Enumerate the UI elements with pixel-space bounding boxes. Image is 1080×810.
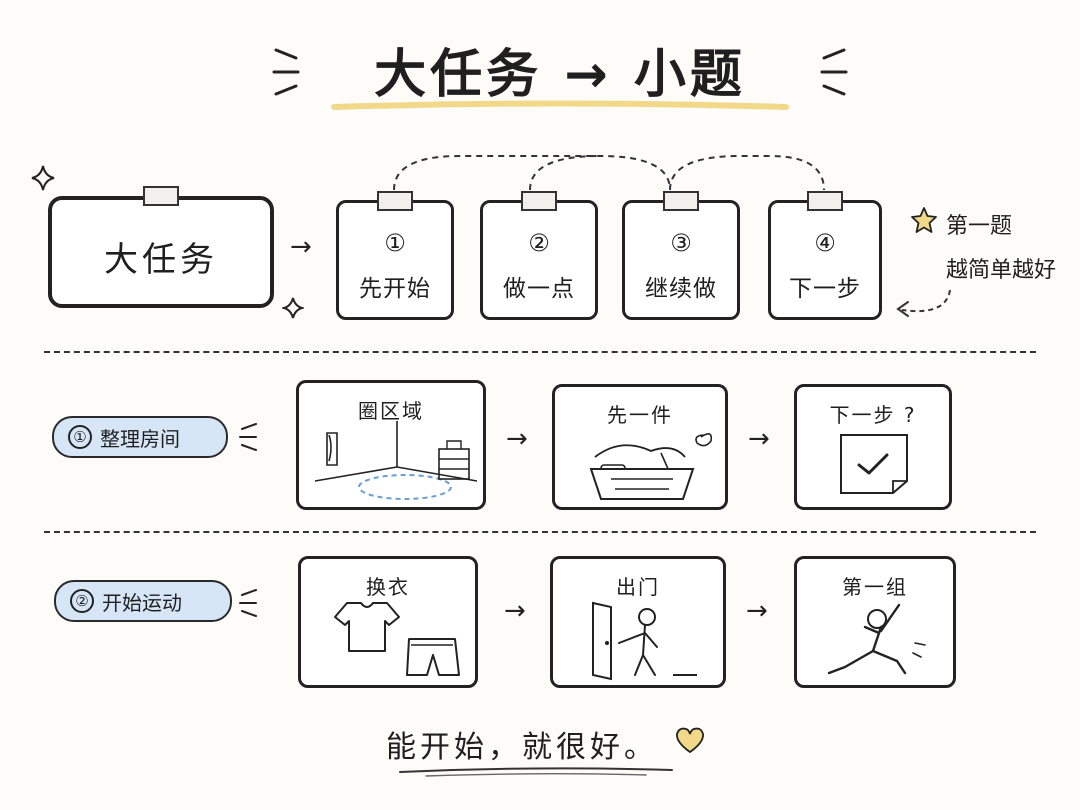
title-underline — [331, 100, 789, 110]
footer-underline — [399, 767, 673, 777]
panel-card: 出门 — [550, 556, 726, 688]
sparkle-icon — [31, 165, 55, 191]
dashed-connector — [393, 155, 825, 191]
panel-title: 出门 — [616, 575, 660, 599]
example-label: 开始运动 — [102, 590, 182, 615]
step-number: ③ — [670, 229, 692, 257]
step-card: ② 做一点 — [480, 191, 598, 320]
leaving-door-illustration — [592, 601, 697, 681]
tape — [377, 191, 413, 211]
panel-title: 换衣 — [366, 575, 410, 599]
panel-card: 第一组 — [794, 556, 956, 688]
star-icon — [911, 207, 937, 233]
title-block: 大任务 → 小题 — [0, 28, 1080, 118]
title-sparkle-right-icon — [820, 48, 848, 96]
tape — [521, 191, 557, 211]
curved-arrow-icon — [896, 289, 951, 317]
panel-card: 下一步 ? — [794, 384, 952, 510]
section-divider — [44, 351, 1036, 353]
clothes-illustration — [334, 602, 460, 676]
example-label: 整理房间 — [100, 426, 180, 451]
sparkle-icon — [282, 297, 304, 319]
step-number: ① — [384, 229, 406, 257]
step-card: ④ 下一步 — [768, 191, 882, 320]
arrow-icon: → — [506, 424, 528, 454]
panel-title: 圈区域 — [358, 399, 424, 423]
step-number: ② — [528, 229, 550, 257]
arrow-icon: → — [504, 596, 526, 626]
panel-title: 第一组 — [842, 575, 908, 599]
page-title: 大任务 → 小题 — [374, 45, 746, 105]
section-divider — [44, 531, 1036, 533]
emphasis-lines-icon — [239, 589, 257, 617]
example-pill: ② 开始运动 — [54, 580, 232, 622]
example-number: ① — [68, 425, 92, 449]
panel-card: 先一件 — [552, 384, 728, 510]
title-sparkle-left-icon — [272, 48, 300, 96]
arrow-icon: → — [290, 232, 312, 262]
tape — [807, 191, 843, 211]
note-line-2: 越简单越好 — [946, 258, 1057, 283]
heart-icon — [676, 727, 704, 754]
step-label: 继续做 — [645, 276, 717, 302]
big-task-label: 大任务 — [104, 240, 218, 280]
laundry-basket-illustration — [589, 433, 713, 500]
panel-card: 圈区域 — [296, 380, 486, 510]
step-card: ① 先开始 — [336, 191, 454, 320]
step-number: ④ — [814, 229, 836, 257]
note-line-1: 第一题 — [946, 214, 1013, 239]
example-number: ② — [70, 589, 94, 613]
step-label: 下一步 — [789, 276, 861, 302]
example-pill: ① 整理房间 — [52, 416, 228, 458]
panel-title: 下一步 ? — [829, 403, 917, 427]
step-card: ③ 继续做 — [622, 191, 740, 320]
step-label: 先开始 — [359, 276, 431, 302]
emphasis-lines-icon — [239, 423, 257, 451]
panel-card: 换衣 — [298, 556, 478, 688]
arrow-icon: → — [748, 424, 770, 454]
tape — [663, 191, 699, 211]
big-task-card: 大任务 — [48, 186, 274, 308]
checklist-note-icon — [840, 434, 908, 494]
stretching-person-illustration — [827, 603, 926, 675]
arrow-icon: → — [746, 596, 768, 626]
tape — [143, 186, 179, 206]
panel-title: 先一件 — [607, 403, 673, 427]
footer-text: 能开始，就很好。 — [386, 730, 658, 765]
room-corner-illustration — [314, 421, 477, 500]
step-label: 做一点 — [503, 276, 575, 302]
